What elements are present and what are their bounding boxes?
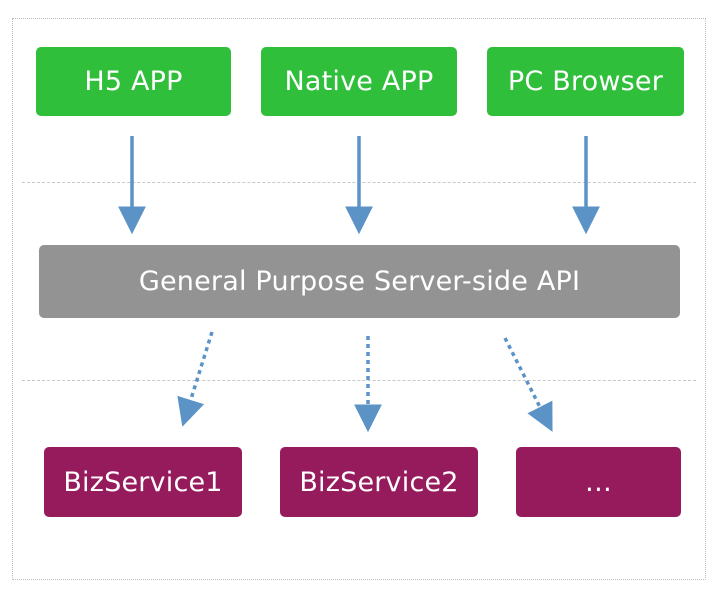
service-box-more: … (516, 447, 681, 517)
service-box-bizservice2: BizService2 (280, 447, 478, 517)
arrow-api-to-more (503, 337, 553, 432)
layer-divider-bottom (22, 380, 696, 381)
client-box-native-app: Native APP (261, 47, 457, 116)
api-box-general-purpose: General Purpose Server-side API (39, 245, 680, 318)
client-box-h5-app: H5 APP (36, 47, 231, 116)
client-box-pc-browser: PC Browser (487, 47, 684, 116)
arrow-api-to-bizservice1 (177, 331, 214, 427)
service-box-bizservice1: BizService1 (44, 447, 242, 517)
diagram-frame (12, 18, 706, 580)
